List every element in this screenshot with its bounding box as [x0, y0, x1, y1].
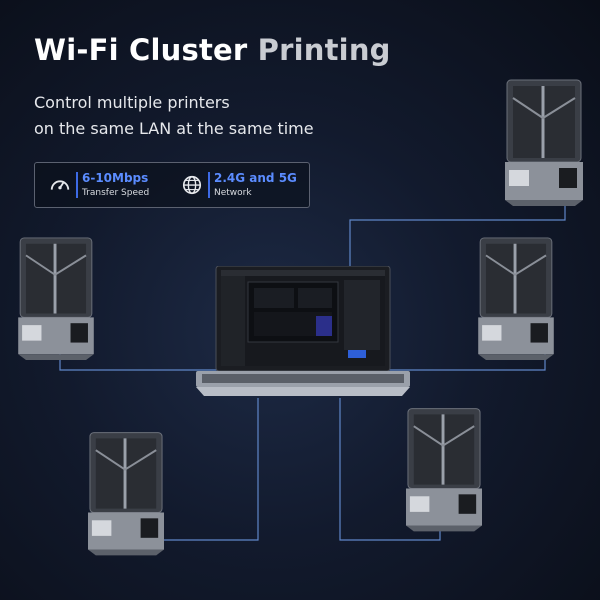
globe-icon — [182, 175, 202, 195]
title-main: Wi-Fi Cluster — [34, 33, 248, 67]
printer-mid-right — [478, 236, 554, 360]
subtitle: Control multiple printers on the same LA… — [34, 93, 314, 138]
laptop — [196, 265, 410, 406]
spec-label: Transfer Speed — [82, 188, 150, 198]
resin-printer-illustration — [406, 408, 482, 532]
printer-top-right — [505, 78, 583, 206]
line-to-printer-bottom-left — [150, 398, 259, 541]
speedometer-icon — [50, 180, 70, 190]
printer-mid-left — [18, 236, 94, 360]
laptop-illustration — [196, 265, 410, 396]
line-to-printer-bottom-right — [339, 398, 441, 541]
printer-bottom-right — [406, 406, 482, 532]
spec-divider — [208, 172, 210, 198]
printer-bottom-left — [88, 430, 164, 556]
resin-printer-illustration — [18, 237, 94, 360]
spec-value: 6-10Mbps — [82, 171, 149, 185]
title-accent: Printing — [257, 33, 391, 67]
spec-value: 2.4G and 5G — [214, 171, 297, 185]
page-title: Wi-Fi Cluster Printing — [34, 33, 391, 67]
spec-divider — [76, 172, 78, 198]
spec-panel: 6-10Mbps Transfer Speed 2.4G and 5G Netw… — [34, 162, 310, 208]
resin-printer-illustration — [88, 432, 164, 556]
resin-printer-illustration — [478, 237, 554, 360]
spec-label: Network — [214, 188, 252, 198]
line-to-printer-top-right — [349, 195, 566, 270]
resin-printer-illustration — [505, 79, 583, 206]
